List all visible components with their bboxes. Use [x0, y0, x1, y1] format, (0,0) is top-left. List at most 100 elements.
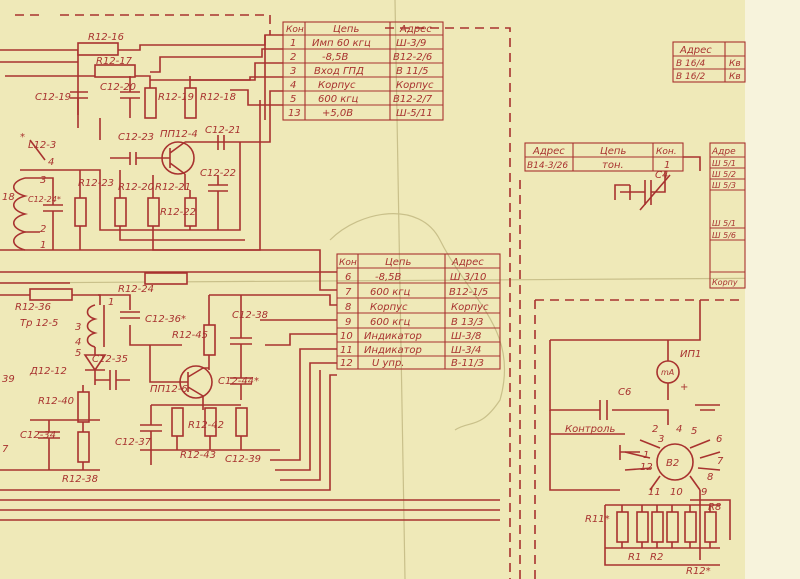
label-c12-23: C12-23 — [118, 132, 154, 143]
table-cell: 11 — [340, 345, 353, 356]
tuning-arrow — [29, 139, 46, 161]
label-c12-22: C12-22 — [200, 168, 236, 179]
label-r12: R12* — [686, 566, 711, 577]
table-cell: В12-2/7 — [393, 94, 433, 105]
resistor-r12-24 — [144, 272, 188, 285]
capacitor-c12-34 — [38, 420, 60, 470]
label-p12: 12 — [640, 462, 653, 473]
table-cell: 600 кгц — [370, 287, 411, 298]
label-pp12-4: ПП12-4 — [160, 129, 198, 140]
capacitor-c4 — [614, 156, 701, 211]
paper-fold — [394, 0, 406, 579]
table-cell: Корпус — [396, 80, 434, 91]
label-r12-23: R12-23 — [78, 178, 114, 189]
table-cell: 4 — [290, 80, 296, 91]
label-p7: 7 — [717, 456, 724, 467]
connector-table-c4: Адрес Цепь Кон. В14-3/26 тон. 1 — [524, 142, 684, 172]
label-r12-42: R12-42 — [188, 420, 224, 431]
table-cell: 600 кгц — [318, 94, 359, 105]
label-p3: 3 — [658, 434, 664, 445]
resistor-r12-16 — [77, 42, 119, 56]
oscillator-circuit — [0, 34, 337, 291]
label-3: 3 — [40, 175, 46, 186]
table-cell: -8,5В — [375, 272, 402, 283]
capacitor-c12-36 — [120, 311, 140, 319]
table-cell: -8,5В — [322, 52, 349, 63]
resistor-r12-18 — [184, 87, 197, 119]
resistor-r12-20 — [114, 197, 127, 227]
label-r12-45: R12-45 — [172, 330, 208, 341]
label-c12-35: C12-35 — [92, 354, 128, 365]
label-l12-3: L12-3 — [28, 140, 56, 151]
capacitor-c12-23 — [110, 152, 160, 165]
table-cell: Корпус — [451, 302, 489, 313]
label-r12-19: R12-19 — [158, 92, 194, 103]
label-r12-17: R12-17 — [96, 56, 133, 67]
label-r8: R8 — [708, 502, 721, 513]
label-c6: C6 — [618, 387, 631, 398]
label-t1: 1 — [108, 297, 114, 308]
table-cell: Ш 5/1 — [712, 159, 736, 168]
table-header: Адрес — [451, 257, 484, 268]
table-cell: Корпу — [712, 278, 738, 287]
label-kontrol: Контроль — [565, 424, 615, 435]
table-cell: 2 — [290, 52, 296, 63]
label-r12-21: R12-21 — [155, 182, 191, 193]
label-2: 2 — [40, 224, 46, 235]
label-t4: 4 — [75, 337, 81, 348]
table-cell: 5 — [290, 94, 296, 105]
label-18: 18 — [2, 192, 15, 203]
label-p5: 5 — [691, 426, 697, 437]
label-p9: 9 — [701, 487, 707, 498]
resistor-r11 — [616, 511, 629, 543]
table-cell: Корпус — [370, 302, 408, 313]
resistor-r12-19 — [144, 87, 157, 119]
table-cell: +5,0В — [322, 108, 353, 119]
block-boundary — [15, 14, 511, 579]
table-cell: Ш 5/1 — [712, 219, 736, 228]
table-cell: тон. — [602, 160, 624, 171]
resistor-r-bank — [666, 511, 679, 543]
label-c12-44: C12-44* — [218, 376, 259, 387]
capacitor-c12-24 — [43, 185, 63, 250]
capacitor-c12-38 — [230, 295, 252, 360]
label-p8: 8 — [707, 472, 713, 483]
label-r12-40: R12-40 — [38, 396, 74, 407]
table-cell: Ш 5/6 — [712, 231, 736, 240]
label-p4: 4 — [676, 424, 682, 435]
label-c12-39: C12-39 — [225, 454, 261, 465]
label-r12-43: R12-43 — [180, 450, 216, 461]
resistor-r2 — [651, 511, 664, 543]
capacitor-c12-21 — [217, 135, 225, 150]
label-c12-21: C12-21 — [205, 125, 241, 136]
table-cell: Ш 5/2 — [712, 170, 736, 179]
resistor-r12-17 — [94, 64, 136, 78]
table-cell: Вход ГПД — [314, 66, 364, 77]
paper-edge — [745, 0, 800, 579]
table-header: Адрес — [679, 45, 712, 56]
resistor-c12-39 — [235, 407, 248, 437]
label-plus: + — [680, 382, 688, 393]
label-1: 1 — [40, 240, 46, 251]
label-r12-36: R12-36 — [15, 302, 51, 313]
inductor-l12-3 — [12, 177, 29, 251]
table-cell: 7 — [345, 287, 352, 298]
resistor-r12 — [684, 511, 697, 543]
resistor-r12-21 — [147, 197, 160, 227]
table-cell: Корпус — [318, 80, 356, 91]
table-cell: В 13/3 — [451, 317, 484, 328]
label-p10: 10 — [670, 487, 683, 498]
capacitor-c12-19 — [70, 91, 88, 99]
block-boundary — [534, 299, 745, 579]
label-c12-38: C12-38 — [232, 310, 268, 321]
table-header: Адрес — [532, 146, 565, 157]
resistor-r12-42 — [171, 407, 184, 437]
label-c12-24: C12-24* — [28, 195, 61, 204]
label-r12-20: R12-20 — [118, 182, 154, 193]
table-header: Адре — [711, 147, 736, 157]
resistor-r8 — [704, 511, 717, 543]
table-cell: U упр. — [372, 358, 404, 369]
resistor-r12-40 — [77, 391, 90, 423]
table-cell: В12-2/6 — [393, 52, 432, 63]
label-4: 4 — [48, 157, 54, 168]
